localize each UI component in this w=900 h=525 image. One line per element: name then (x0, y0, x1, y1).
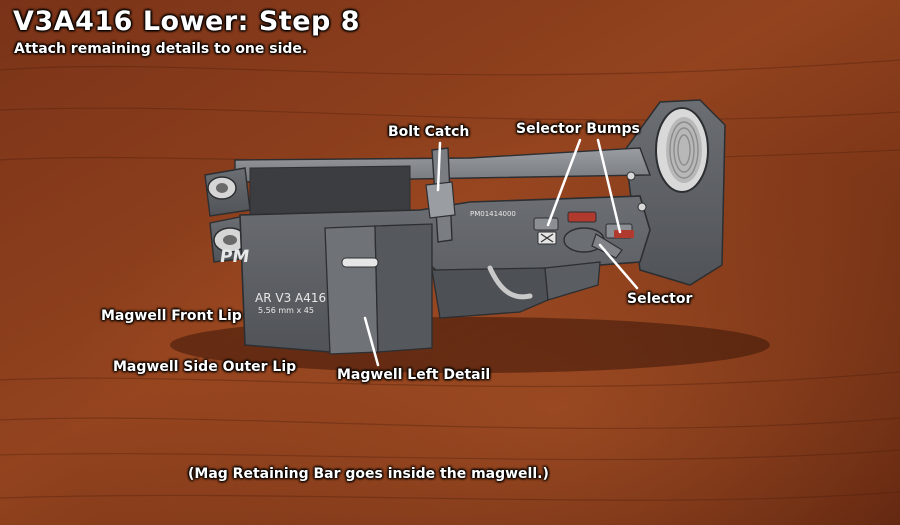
bolt-catch-leader (436, 141, 442, 192)
selector-area (533, 171, 647, 259)
label-selector: Selector (627, 291, 693, 307)
bolt-catch-part (425, 147, 456, 243)
page-subtitle: Attach remaining details to one side. (14, 41, 308, 57)
label-selector-bumps: Selector Bumps (516, 121, 640, 137)
footnote: (Mag Retaining Bar goes inside the magwe… (188, 466, 549, 482)
label-magwell-left-detail: Magwell Left Detail (337, 367, 491, 383)
engraving-model: AR V3 A416 (255, 291, 326, 305)
page-title: V3A416 Lower: Step 8 (13, 6, 361, 37)
buffer-tower (624, 99, 726, 286)
engraving-caliber: 5.56 mm x 45 (258, 306, 314, 315)
engraving-serial: PM01414000 (470, 210, 516, 218)
callout-lines (363, 138, 639, 367)
selector-bumps-leader-right (596, 138, 622, 234)
selector-leader (598, 243, 639, 290)
engraving-logo: PM (218, 247, 250, 267)
selector-bumps-leader-left (546, 138, 582, 227)
label-bolt-catch: Bolt Catch (388, 124, 470, 140)
magwell-left-detail-leader (363, 316, 380, 367)
trigger-guard (431, 267, 549, 319)
magwell-detail-slot (341, 257, 379, 268)
label-magwell-front-lip: Magwell Front Lip (101, 308, 242, 324)
label-magwell-side-outer-lip: Magwell Side Outer Lip (113, 359, 297, 375)
